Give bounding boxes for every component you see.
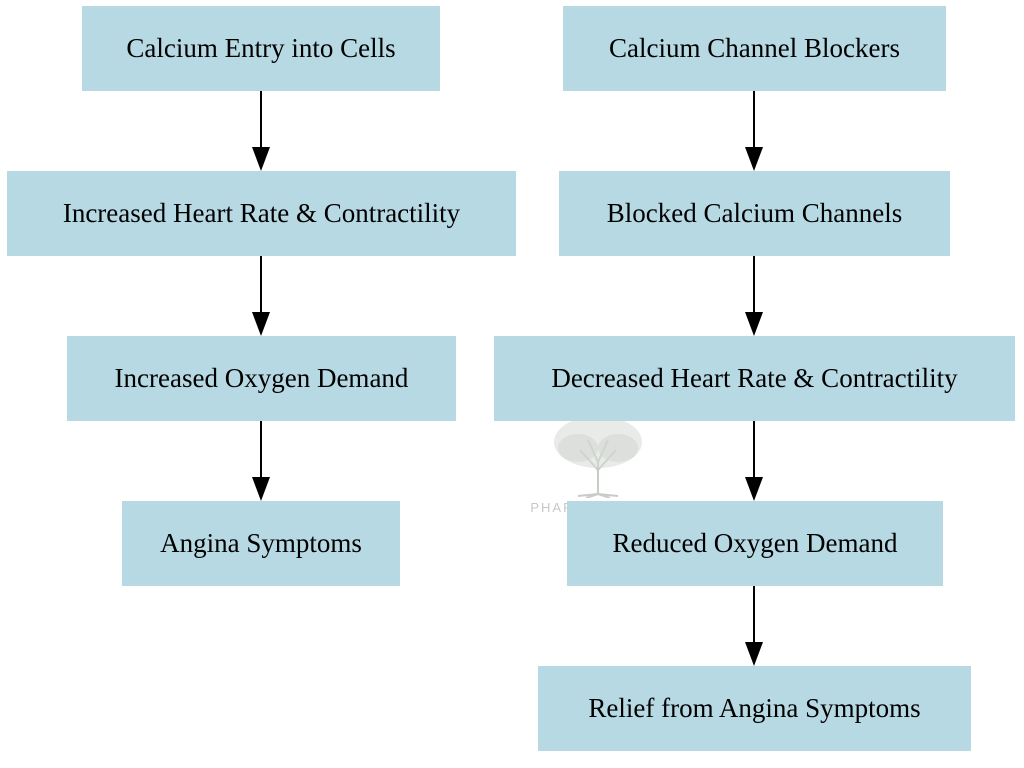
left-edge-3 — [252, 421, 270, 501]
node-blocked-calcium-channels: Blocked Calcium Channels — [559, 171, 950, 256]
node-increased-heart-rate: Increased Heart Rate & Contractility — [7, 171, 516, 256]
node-angina-symptoms: Angina Symptoms — [122, 501, 400, 586]
node-calcium-entry: Calcium Entry into Cells — [82, 6, 440, 91]
node-reduced-oxygen-demand: Reduced Oxygen Demand — [567, 501, 943, 586]
right-edge-1 — [745, 91, 763, 171]
tree-logo-icon — [554, 416, 642, 498]
left-edge-2 — [252, 256, 270, 336]
node-increased-oxygen-demand: Increased Oxygen Demand — [67, 336, 456, 421]
node-decreased-heart-rate: Decreased Heart Rate & Contractility — [494, 336, 1015, 421]
right-edge-2 — [745, 256, 763, 336]
node-calcium-channel-blockers: Calcium Channel Blockers — [563, 6, 946, 91]
right-edge-4 — [745, 586, 763, 666]
left-edge-1 — [252, 91, 270, 171]
right-edge-3 — [745, 421, 763, 501]
node-relief-from-angina: Relief from Angina Symptoms — [538, 666, 971, 751]
